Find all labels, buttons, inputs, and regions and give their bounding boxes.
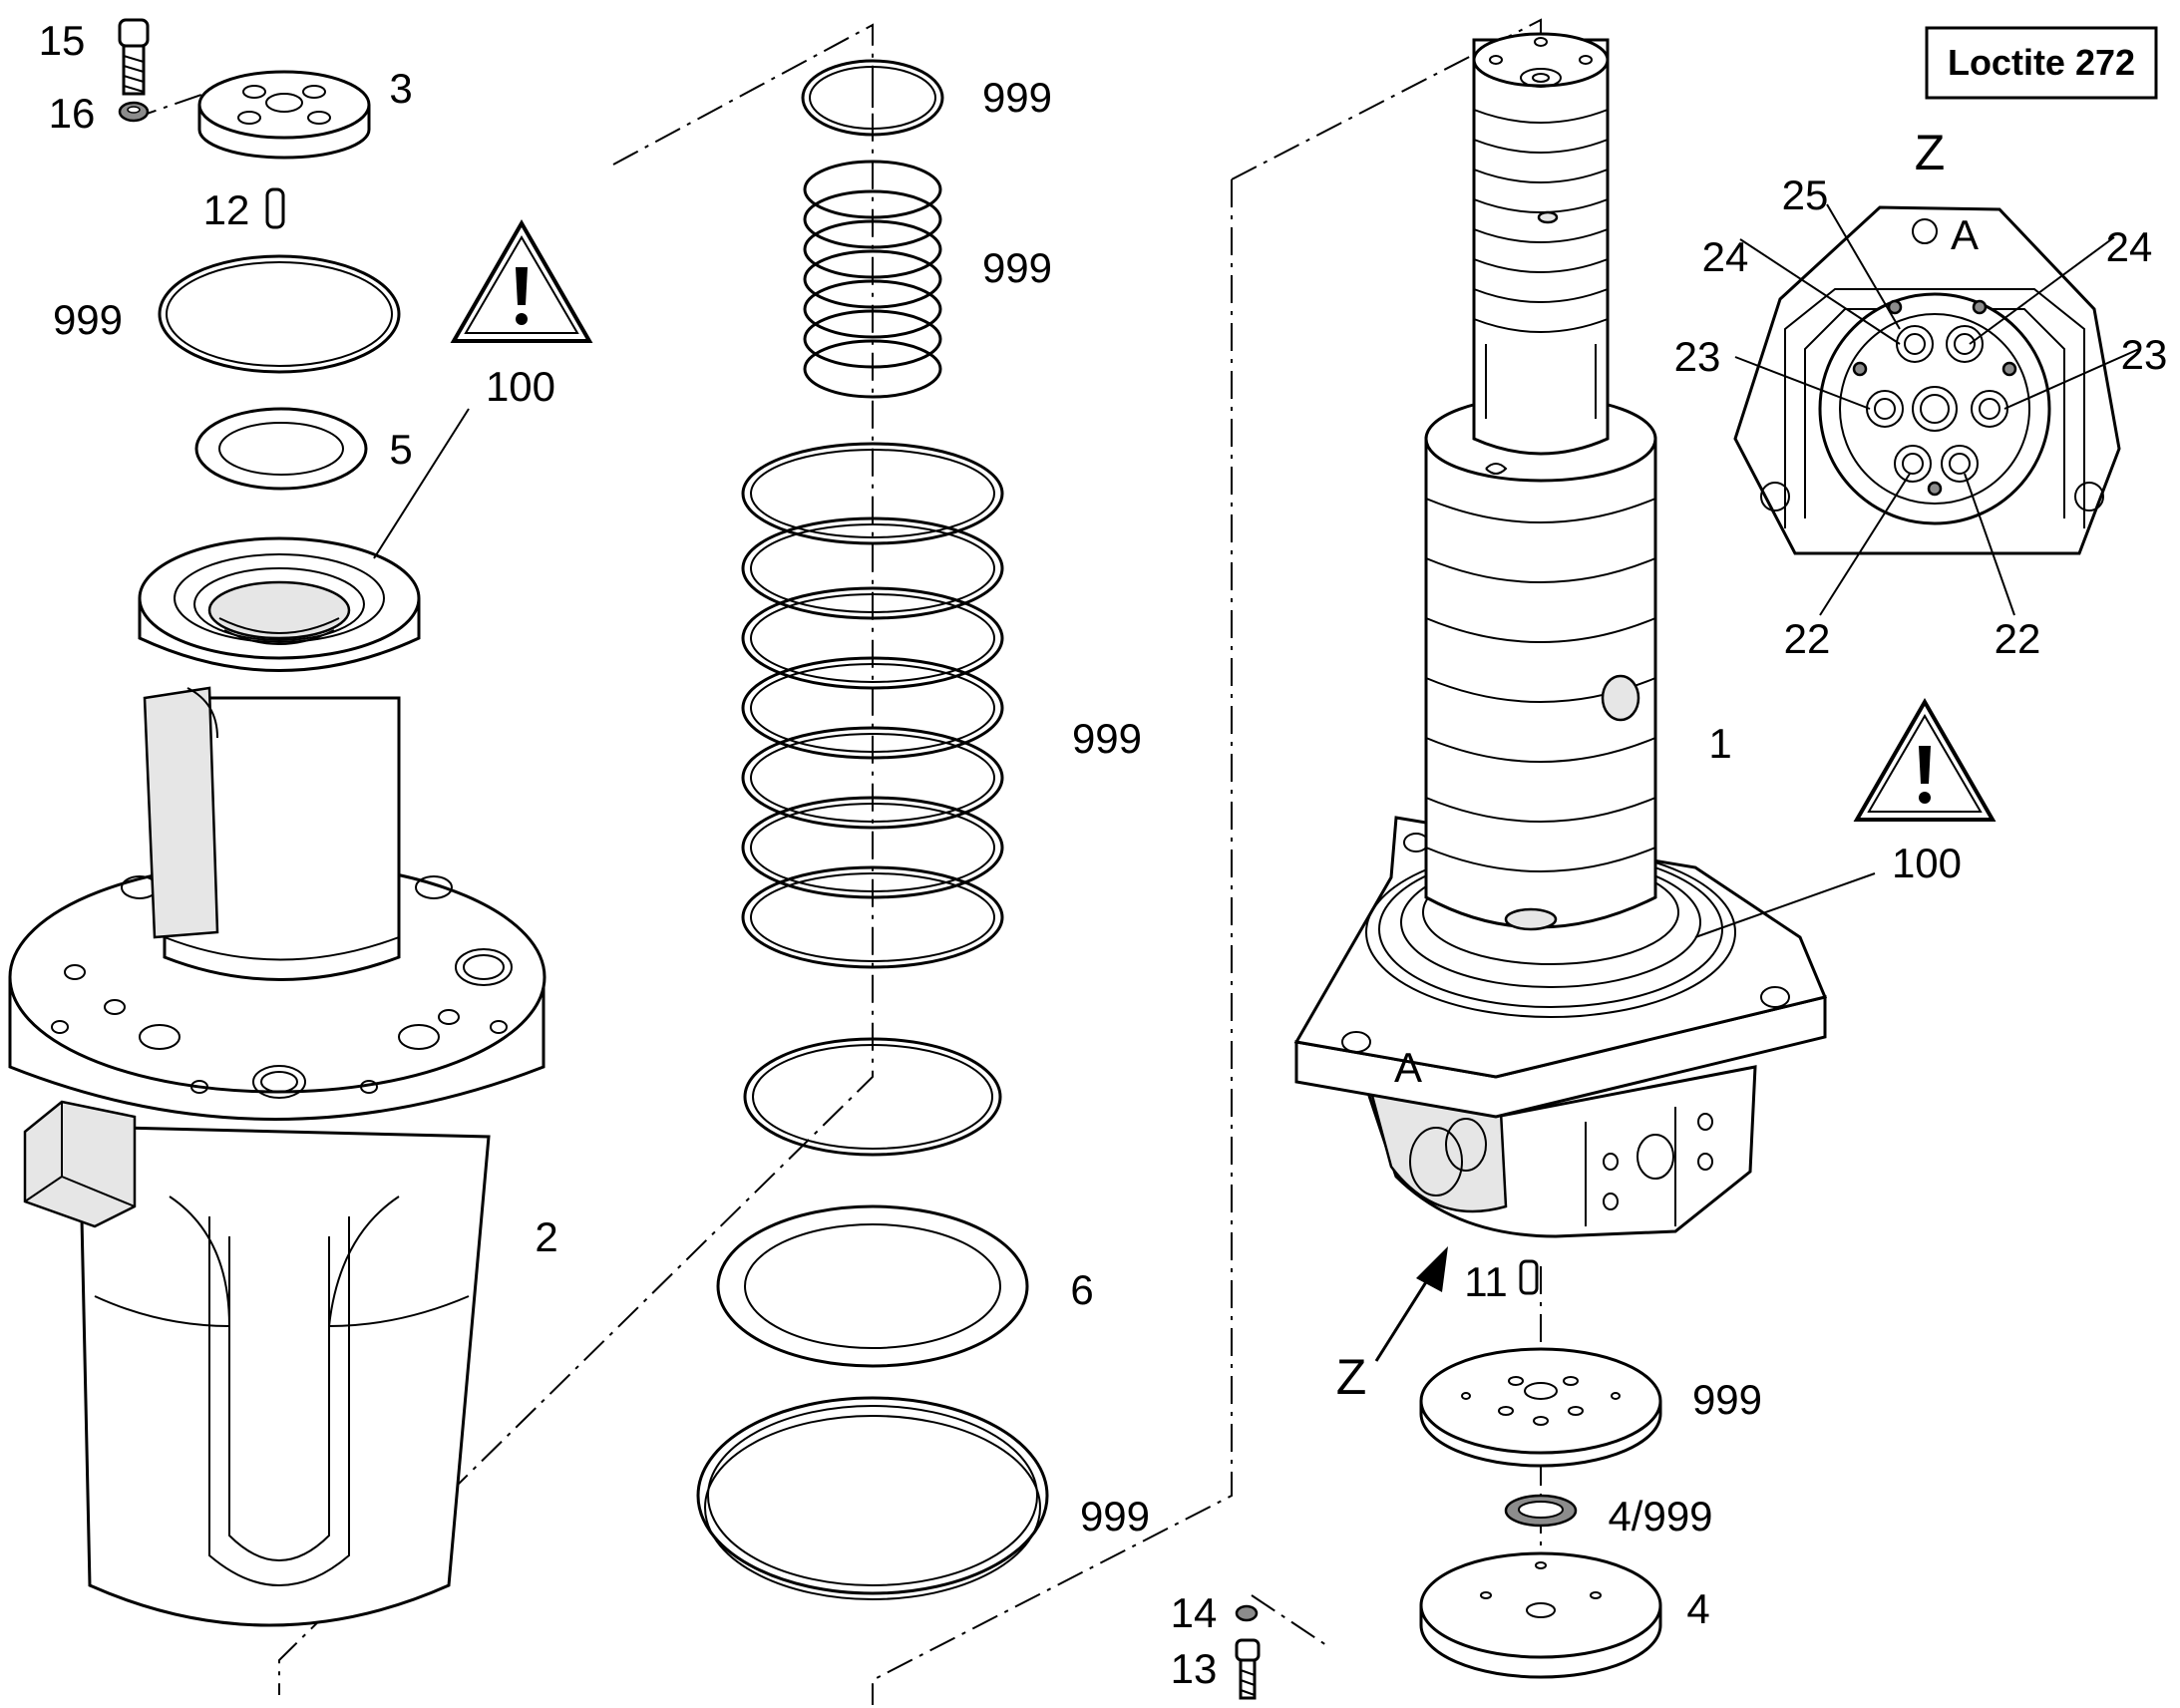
warning-icon xyxy=(452,221,591,343)
part-oring-999-top-left xyxy=(158,254,401,374)
part-cover-3 xyxy=(197,70,371,160)
part-ring-stack-999-large xyxy=(741,442,1004,969)
part-ring-999-bottom xyxy=(696,1396,1049,1600)
part-pin-12 xyxy=(265,187,285,229)
callout-z-24-right: 24 xyxy=(2106,223,2153,270)
callout-999-mid1: 999 xyxy=(982,74,1052,121)
part-screw-13 xyxy=(1235,1638,1261,1700)
callout-z-22-right: 22 xyxy=(1995,615,2041,662)
callout-100-left: 100 xyxy=(486,363,555,410)
callout-z-22-left: 22 xyxy=(1784,615,1831,662)
callout-5: 5 xyxy=(389,426,412,473)
callout-13: 13 xyxy=(1171,1645,1218,1692)
part-seal-4-999 xyxy=(1504,1494,1578,1528)
callout-15: 15 xyxy=(39,17,86,64)
callout-z-25: 25 xyxy=(1782,171,1829,218)
part-housing-2 xyxy=(8,536,546,1627)
callout-z-23-left: 23 xyxy=(1674,333,1721,380)
callout-1: 1 xyxy=(1708,720,1731,767)
part-plate-4 xyxy=(1419,1551,1662,1679)
callout-6: 6 xyxy=(1070,1266,1093,1313)
warning-icon xyxy=(1855,700,1995,822)
loctite-note-text: Loctite 272 xyxy=(1948,42,2135,83)
callout-999-mid3: 999 xyxy=(1072,715,1142,762)
callout-100-right: 100 xyxy=(1892,840,1962,886)
leader-lines xyxy=(373,203,2140,938)
part-washer-14 xyxy=(1235,1604,1259,1622)
callout-z-23-right: 23 xyxy=(2121,331,2168,378)
view-label-a-detail: A xyxy=(1951,211,1979,258)
view-label-a-body: A xyxy=(1394,1044,1422,1091)
callout-999-plate: 999 xyxy=(1692,1376,1762,1423)
callout-999-oring: 999 xyxy=(53,296,123,343)
callout-12: 12 xyxy=(203,186,250,233)
view-label-z-arrow: Z xyxy=(1336,1349,1367,1405)
callout-999-mid2: 999 xyxy=(982,244,1052,291)
callout-14: 14 xyxy=(1171,1589,1218,1636)
part-plate-999 xyxy=(1419,1347,1662,1468)
part-shaft-1 xyxy=(1293,32,1828,1238)
callout-16: 16 xyxy=(49,90,96,137)
part-ring-stack-999-small xyxy=(803,160,942,399)
callout-999-mid4: 999 xyxy=(1080,1493,1150,1539)
detail-view-z xyxy=(1733,205,2121,555)
loctite-note-box: Loctite 272 xyxy=(1925,26,2158,100)
part-washer-16 xyxy=(118,101,150,123)
callout-labels: 15 16 3 12 999 5 100 2 999 999 999 6 999… xyxy=(39,17,2168,1692)
callout-3: 3 xyxy=(389,65,412,112)
view-label-z-detail: Z xyxy=(1915,125,1946,180)
callout-4-999: 4/999 xyxy=(1608,1493,1712,1539)
part-screw-15 xyxy=(118,18,150,96)
part-ring-6 xyxy=(716,1204,1029,1368)
callout-11: 11 xyxy=(1464,1258,1508,1305)
part-ring-999-mid-lower xyxy=(743,1037,1002,1157)
part-ring-5 xyxy=(194,407,368,491)
part-pin-11 xyxy=(1519,1259,1539,1295)
part-ring-999-mid-top xyxy=(801,59,944,137)
callout-z-24-left: 24 xyxy=(1702,233,1749,280)
callout-4: 4 xyxy=(1686,1585,1709,1632)
view-z-arrow xyxy=(1374,1246,1448,1362)
callout-2: 2 xyxy=(535,1213,557,1260)
